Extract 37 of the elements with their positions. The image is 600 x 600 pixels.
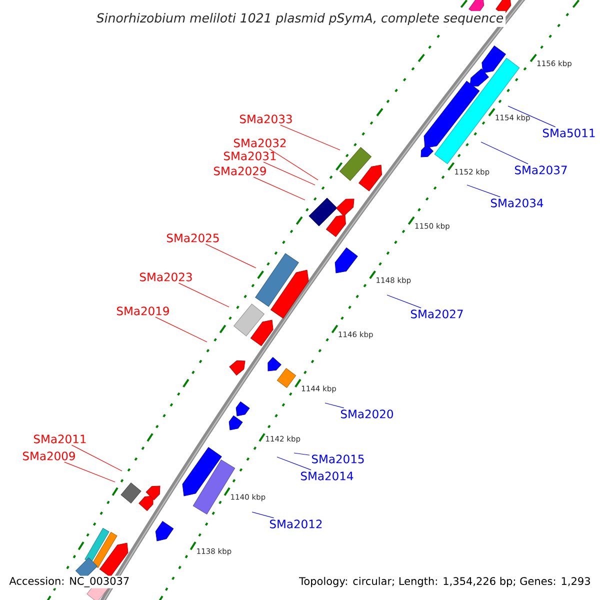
leader-line	[263, 162, 316, 186]
gene-label: SMa2011	[34, 434, 86, 444]
gene-label: SMa2012	[270, 520, 322, 528]
gene-label: SMa2015	[312, 454, 364, 464]
gene-label: SMa2019	[116, 306, 169, 316]
gene-label: SMa2023	[140, 272, 192, 282]
leader-line	[508, 106, 556, 128]
accession-text: Accession: NC_003037	[8, 576, 131, 588]
gene-label: SMa2037	[515, 166, 567, 174]
leader-line	[480, 142, 528, 164]
leader-line	[386, 294, 422, 308]
leader-line	[466, 184, 500, 198]
summary-text: Topology: circular; Length: 1,354,226 bp; Genes: 1,293	[298, 576, 592, 588]
gene-label: SMa2014	[301, 472, 354, 480]
leader-line	[269, 148, 318, 180]
leader-line	[155, 316, 208, 342]
leader-line	[71, 444, 122, 472]
gene-label: SMa2033	[240, 114, 292, 124]
title: Sinorhizobium meliloti 1021 plasmid pSymA, complete sequence	[94, 10, 506, 28]
leader-line	[276, 456, 312, 470]
leader-line	[178, 282, 230, 308]
leader-line	[253, 176, 306, 200]
leader-line	[205, 244, 256, 268]
gene-label: SMa2027	[411, 310, 463, 318]
leader-line	[280, 124, 340, 150]
gene-label: SMa2031	[224, 152, 276, 160]
leader-line	[252, 512, 274, 518]
leader-line	[324, 402, 344, 408]
gene-label: SMa5011	[543, 128, 595, 138]
gene-label: SMa2032	[234, 138, 286, 148]
leader-line	[294, 452, 310, 456]
gene-label: SMa2034	[491, 198, 544, 208]
gene-label: SMa2009	[22, 452, 75, 460]
gene-label: SMa2025	[166, 234, 219, 242]
gene-label: SMa2020	[341, 410, 393, 418]
gene-label: SMa2029	[214, 166, 266, 176]
leader-line	[64, 462, 116, 482]
